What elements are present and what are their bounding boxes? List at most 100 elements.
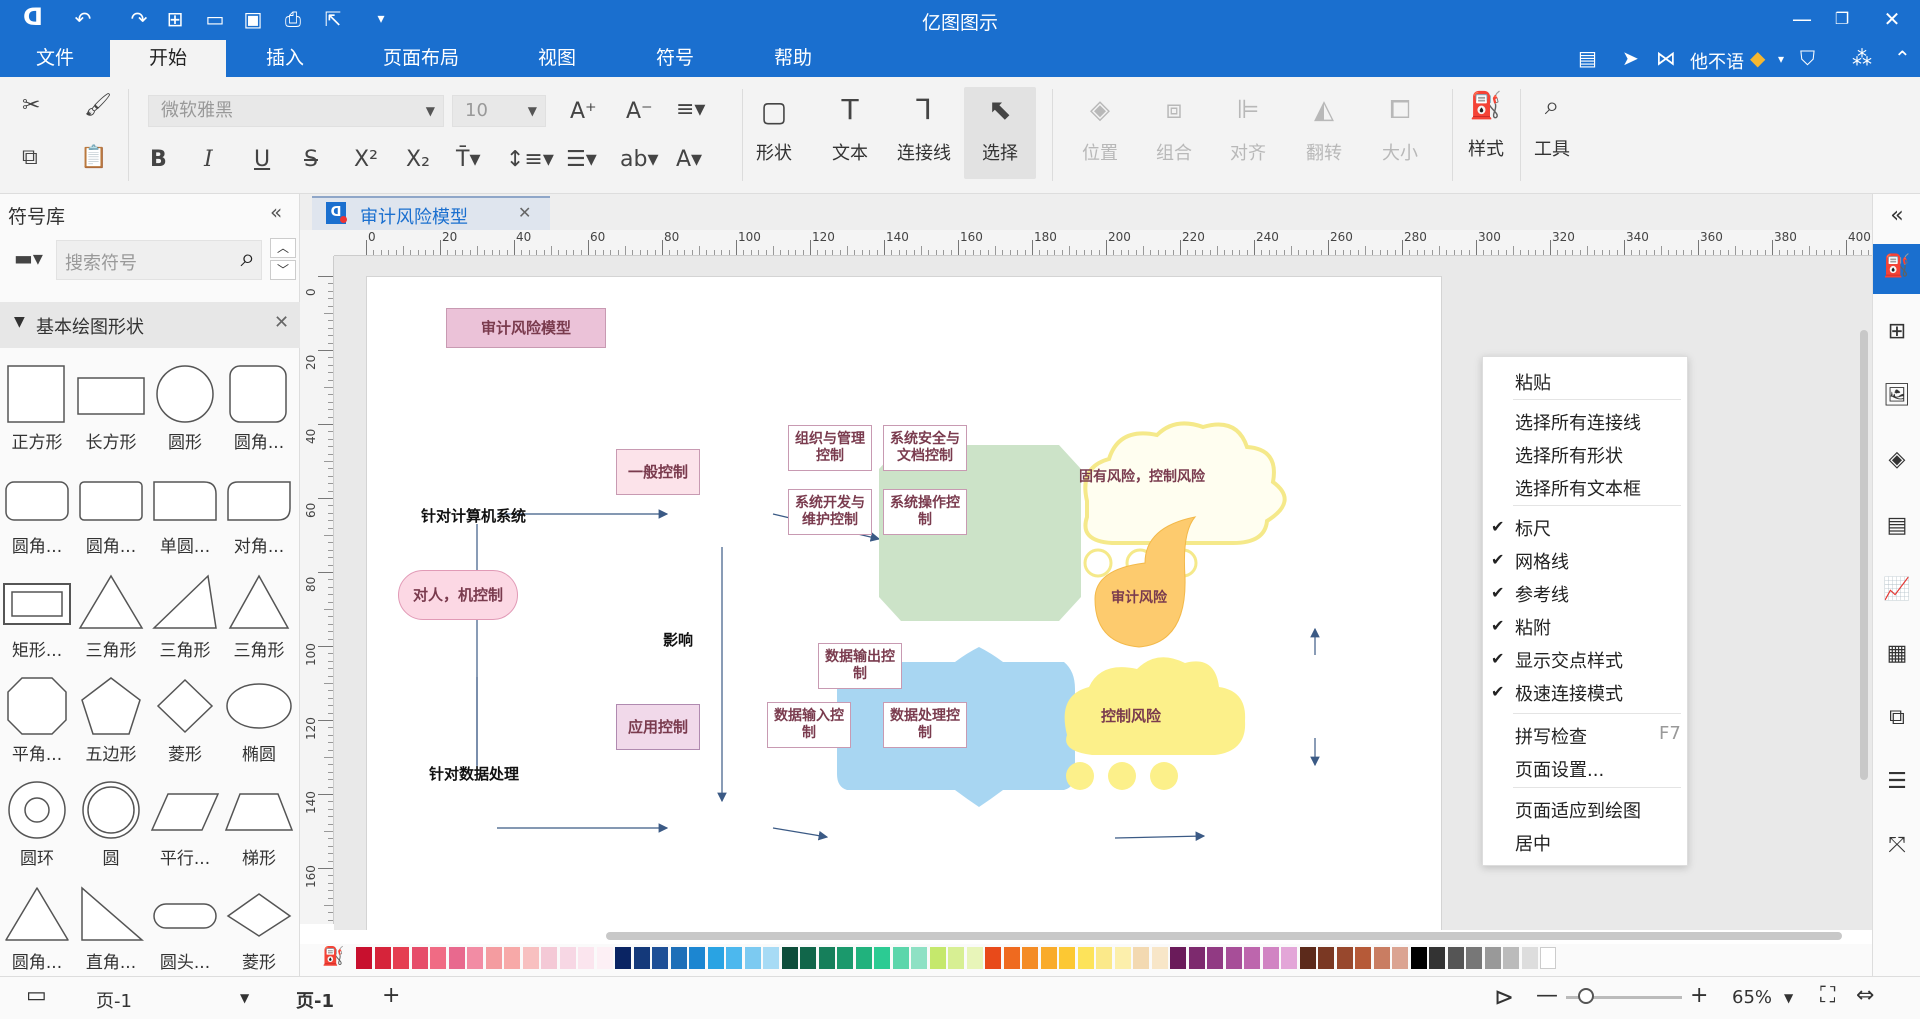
library-shape[interactable]: 五边形 — [76, 676, 146, 778]
tools-label[interactable]: 工具 — [1534, 139, 1570, 160]
menu-help[interactable]: 帮助 — [773, 47, 812, 69]
image-panel-icon[interactable]: 🖼 — [1883, 383, 1911, 408]
color-swatch[interactable] — [467, 947, 483, 969]
library-shape[interactable]: 圆形 — [150, 364, 220, 466]
color-swatch[interactable] — [726, 947, 742, 969]
library-shape[interactable]: 圆 — [76, 780, 146, 882]
bold-icon[interactable]: B — [150, 147, 167, 172]
apps-icon[interactable]: ⁂ — [1852, 46, 1872, 70]
app-control-node[interactable]: 应用控制 — [616, 704, 700, 750]
select-tool-icon[interactable]: ⬉ — [988, 93, 1012, 126]
style-fill-icon[interactable]: ⛽ — [1469, 91, 1503, 121]
paste-icon[interactable]: 📋 — [80, 145, 108, 170]
color-swatch[interactable] — [1133, 947, 1149, 969]
comment-icon[interactable]: ▤ — [1578, 46, 1597, 70]
user-name[interactable]: 他不语 — [1690, 52, 1744, 73]
decrease-font-icon[interactable]: A⁻ — [626, 99, 653, 124]
format-painter-icon[interactable]: 🖌 — [84, 93, 112, 118]
color-swatch[interactable] — [578, 947, 594, 969]
style-label[interactable]: 样式 — [1468, 139, 1504, 160]
increase-font-icon[interactable]: A⁺ — [570, 99, 597, 124]
color-swatch[interactable] — [1151, 947, 1168, 969]
audit-risk-label[interactable]: 审计风险 — [1111, 589, 1167, 606]
superscript-icon[interactable]: X² — [354, 147, 378, 172]
zoom-slider-handle[interactable] — [1578, 988, 1594, 1004]
tools-icon[interactable]: ⌕ — [1544, 91, 1560, 121]
shirt-icon[interactable]: ⛉ — [1800, 46, 1815, 70]
label-data-processing[interactable]: 针对数据处理 — [429, 765, 520, 783]
search-symbol-input[interactable]: 搜索符号 ⌕ — [56, 240, 262, 280]
library-shape[interactable]: 三角形 — [224, 572, 294, 674]
group-icon[interactable]: ⧈ — [1165, 95, 1183, 125]
select-tool-label[interactable]: 选择 — [982, 143, 1018, 164]
color-swatch[interactable] — [374, 947, 391, 969]
color-swatch[interactable] — [1429, 947, 1445, 969]
menu-grid-toggle[interactable]: 网格线 — [1515, 552, 1569, 573]
fit-panel-icon[interactable]: ⤧ — [1888, 833, 1906, 858]
color-swatch[interactable] — [1466, 947, 1482, 969]
data-processing-control-node[interactable]: 数据处理控制 — [883, 702, 967, 748]
color-swatch[interactable] — [1188, 947, 1205, 969]
color-swatch[interactable] — [1318, 947, 1334, 969]
person-machine-control-node[interactable]: 对人，机控制 — [398, 570, 518, 620]
color-swatch[interactable] — [504, 947, 520, 969]
menu-view[interactable]: 视图 — [537, 47, 576, 69]
vip-diamond-icon[interactable]: ◆ — [1750, 46, 1766, 70]
color-swatch[interactable] — [1355, 947, 1371, 969]
color-swatch[interactable] — [652, 947, 668, 969]
font-size-select[interactable]: 10▼ — [452, 95, 546, 127]
close-tab-icon[interactable]: ✕ — [518, 203, 532, 222]
color-swatch[interactable] — [411, 947, 428, 969]
library-menu-icon[interactable]: ▬▾ — [14, 246, 43, 270]
history-panel-icon[interactable]: ☰ — [1887, 769, 1907, 794]
library-shape[interactable]: 长方形 — [76, 364, 146, 466]
open-folder-icon[interactable]: ▭ — [205, 7, 225, 31]
library-shape[interactable]: 矩形... — [2, 572, 72, 674]
library-shape[interactable]: 对角... — [224, 468, 294, 570]
text-case-icon[interactable]: ab▾ — [620, 147, 659, 172]
color-swatch[interactable] — [929, 947, 946, 969]
color-swatch[interactable] — [1022, 947, 1038, 969]
menu-paste[interactable]: 粘贴 — [1515, 373, 1551, 394]
label-computer-system[interactable]: 针对计算机系统 — [421, 507, 527, 525]
add-page-icon[interactable]: + — [382, 983, 401, 1008]
page-list-icon[interactable]: ▭ — [26, 983, 47, 1008]
line-spacing-icon[interactable]: ↕≡▾ — [506, 147, 554, 172]
library-shape[interactable]: 三角形 — [76, 572, 146, 674]
library-shape[interactable]: 梯形 — [224, 780, 294, 882]
fill-color-icon[interactable]: ⛽ — [322, 946, 345, 967]
library-shape[interactable]: 圆环 — [2, 780, 72, 882]
color-swatch[interactable] — [892, 947, 909, 969]
library-shape[interactable]: 直角... — [76, 884, 146, 986]
color-swatch[interactable] — [356, 947, 372, 969]
library-shape[interactable]: 菱形 — [224, 884, 294, 986]
zoom-out-icon[interactable]: — — [1536, 983, 1558, 1008]
zoom-chevron-icon[interactable]: ▼ — [1784, 991, 1794, 1005]
page-select[interactable]: 页-1 — [96, 991, 132, 1012]
copy-icon[interactable]: ⧉ — [22, 145, 38, 170]
color-swatch[interactable] — [393, 947, 409, 969]
flip-label[interactable]: 翻转 — [1306, 143, 1342, 164]
chart-panel-icon[interactable]: 📈 — [1883, 577, 1911, 602]
color-swatch[interactable] — [707, 947, 724, 969]
color-swatch[interactable] — [1521, 947, 1538, 969]
color-swatch[interactable] — [615, 947, 631, 969]
menu-fit-to-drawing[interactable]: 页面适应到绘图 — [1515, 801, 1641, 822]
color-swatch[interactable] — [1336, 947, 1353, 969]
expand-panel-icon[interactable]: « — [1890, 203, 1904, 228]
data-input-control-node[interactable]: 数据输入控制 — [767, 702, 851, 748]
label-influence[interactable]: 影响 — [663, 631, 694, 649]
menu-page-setup[interactable]: 页面设置... — [1515, 760, 1605, 781]
general-control-node[interactable]: 一般控制 — [616, 449, 700, 495]
color-swatch[interactable] — [1225, 947, 1242, 969]
play-icon[interactable]: ⊳ — [1494, 983, 1515, 1011]
menu-page-layout[interactable]: 页面布局 — [382, 47, 459, 69]
color-swatch[interactable] — [689, 947, 705, 969]
strikethrough-icon[interactable]: S — [304, 147, 318, 172]
print-icon[interactable]: ⎙ — [285, 7, 301, 31]
underline-icon[interactable]: U — [254, 147, 271, 172]
color-swatch[interactable] — [855, 947, 872, 969]
color-swatch[interactable] — [948, 947, 964, 969]
menu-intersection-toggle[interactable]: 显示交点样式 — [1515, 651, 1623, 672]
menu-select-connectors[interactable]: 选择所有连接线 — [1515, 413, 1641, 434]
